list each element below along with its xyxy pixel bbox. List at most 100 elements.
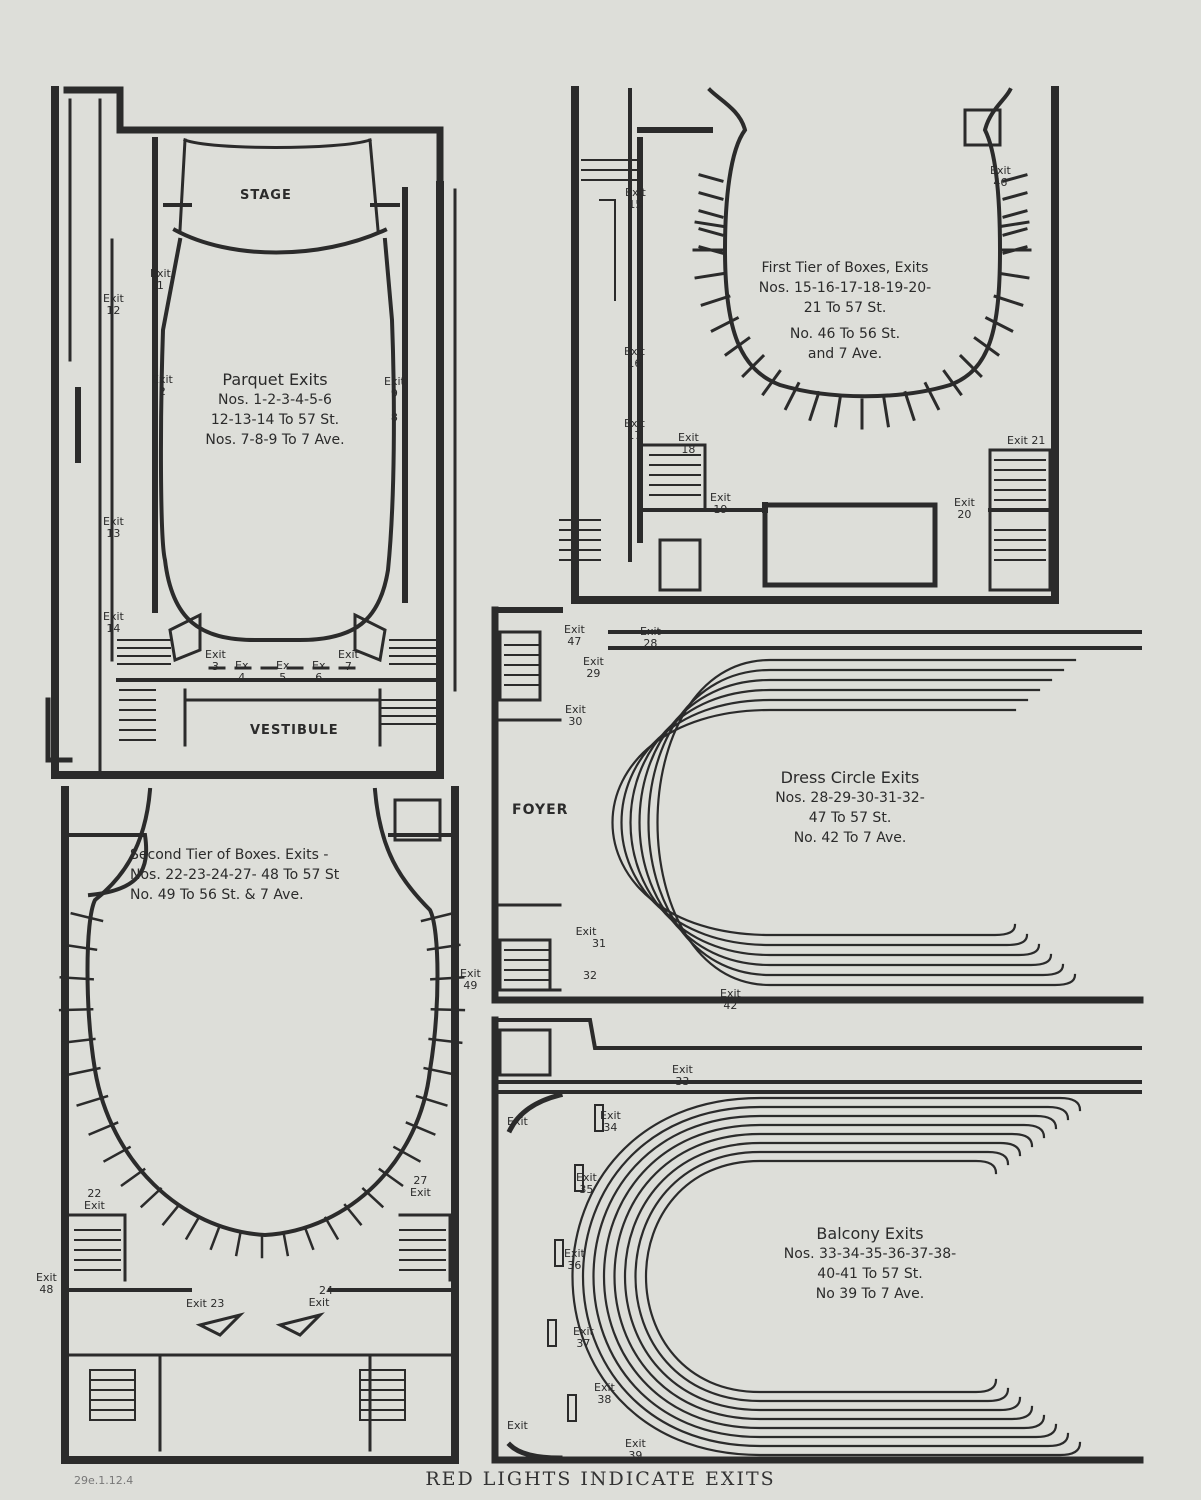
box-partition xyxy=(209,1225,221,1251)
caption-line: No. 46 To 56 St. xyxy=(789,326,901,342)
caption-line: 47 To 57 St. xyxy=(808,810,892,826)
stage-label: STAGE xyxy=(240,188,292,203)
caption-line: Nos. 33-34-35-36-37-38- xyxy=(783,1246,957,1262)
box-partition xyxy=(415,1094,448,1107)
exit-left-bottom-label: Exit xyxy=(507,1419,528,1432)
box-partition xyxy=(392,1145,422,1163)
box-partition xyxy=(184,1216,201,1241)
box-partition xyxy=(834,396,842,428)
box-partition xyxy=(428,1037,463,1045)
box-partition xyxy=(430,1007,466,1012)
box-partition xyxy=(430,975,465,981)
exit-left-top-label: Exit xyxy=(507,1115,528,1128)
caption-line: Nos. 7-8-9 To 7 Ave. xyxy=(205,432,345,448)
box-partition xyxy=(973,336,1001,357)
dress-circle-row xyxy=(638,678,1053,967)
caption-line: No 39 To 7 Ave. xyxy=(815,1286,925,1302)
second-tier-caption: Second Tier of Boxes. Exits - Nos. 22-23… xyxy=(130,845,400,905)
box-partition xyxy=(88,1121,119,1136)
foyer-label: FOYER xyxy=(512,802,569,818)
caption-title: Dress Circle Exits xyxy=(780,768,920,787)
dress-circle-row xyxy=(620,698,1029,947)
balcony-box xyxy=(594,1104,604,1132)
box-partition xyxy=(923,381,941,411)
balcony-box xyxy=(554,1239,564,1267)
exit-21-label: Exit 21 xyxy=(1007,434,1046,447)
box-partition xyxy=(993,294,1024,307)
balcony-row xyxy=(613,1132,1034,1421)
caption-line: 40-41 To 57 St. xyxy=(817,1266,923,1282)
dress-circle-row xyxy=(656,658,1077,987)
balcony-row xyxy=(571,1096,1082,1457)
balcony-box xyxy=(567,1394,577,1422)
box-partition xyxy=(984,316,1014,333)
balcony-row xyxy=(634,1150,1010,1403)
dress-circle-row xyxy=(629,688,1041,957)
box-partition xyxy=(1002,245,1028,255)
box-partition xyxy=(761,369,782,397)
box-partition xyxy=(942,369,963,397)
balcony-box xyxy=(574,1164,584,1192)
footer-caption: RED LIGHTS INDICATE EXITS xyxy=(425,1468,776,1490)
box-partition xyxy=(343,1203,363,1226)
caption-title: Second Tier of Boxes. Exits - xyxy=(130,847,329,863)
box-partition xyxy=(58,1007,94,1012)
first-tier-caption: First Tier of Boxes, Exits Nos. 15-16-17… xyxy=(750,258,940,364)
box-partition xyxy=(61,1037,96,1045)
box-partition xyxy=(698,245,724,255)
box-partition xyxy=(958,353,983,378)
box-partition xyxy=(698,191,724,201)
box-partition xyxy=(698,227,724,237)
box-partition xyxy=(361,1186,385,1209)
caption-line: Nos. 15-16-17-18-19-20- xyxy=(758,280,932,296)
caption-title: First Tier of Boxes, Exits xyxy=(761,260,929,276)
box-partition xyxy=(76,1094,109,1107)
box-partition xyxy=(234,1231,242,1257)
box-partition xyxy=(423,1066,457,1077)
dress-circle-row xyxy=(647,668,1065,977)
exit-32-label: 32 xyxy=(583,969,597,982)
dress-circle-caption: Dress Circle Exits Nos. 28-29-30-31-32- … xyxy=(750,768,950,848)
box-partition xyxy=(303,1225,315,1251)
box-partition xyxy=(161,1203,181,1226)
box-partition xyxy=(282,1231,290,1257)
caption-line: No. 42 To 7 Ave. xyxy=(793,830,907,846)
box-partition xyxy=(694,271,726,280)
box-partition xyxy=(741,353,766,378)
box-partition xyxy=(694,220,726,229)
balcony-row xyxy=(603,1123,1046,1430)
caption-line: No. 49 To 56 St. & 7 Ave. xyxy=(130,887,304,903)
caption-line: and 7 Ave. xyxy=(807,346,883,362)
parquet-plan xyxy=(45,86,457,779)
balcony-caption: Balcony Exits Nos. 33-34-35-36-37-38- 40… xyxy=(755,1224,985,1304)
caption-title: Balcony Exits xyxy=(816,1224,924,1243)
second-tier-plan xyxy=(58,786,466,1464)
box-partition xyxy=(63,943,98,952)
box-partition xyxy=(1002,227,1028,237)
